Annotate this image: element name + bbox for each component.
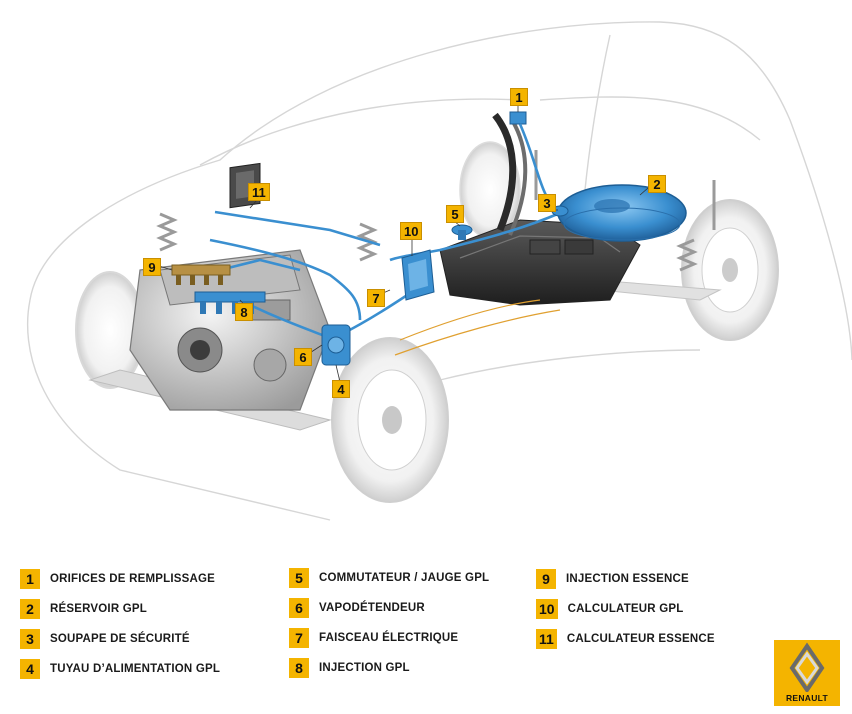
renault-logo: RENAULT bbox=[774, 640, 840, 706]
callout-3: 3 bbox=[538, 194, 556, 212]
legend-item: 5 COMMUTATEUR / JAUGE GPL bbox=[289, 568, 489, 588]
legend-item: 1 ORIFICES DE REMPLISSAGE bbox=[20, 569, 215, 589]
callout-leaders bbox=[158, 104, 649, 383]
legend-number: 6 bbox=[289, 598, 309, 618]
car-illustration bbox=[26, 21, 852, 521]
legend-item: 4 TUYAU D’ALIMENTATION GPL bbox=[20, 659, 220, 679]
wiring-harness bbox=[394, 299, 561, 356]
lpg-tank bbox=[557, 184, 687, 242]
legend-number: 2 bbox=[20, 599, 40, 619]
legend-label: TUYAU D’ALIMENTATION GPL bbox=[50, 663, 221, 675]
legend-label: ORIFICES DE REMPLISSAGE bbox=[50, 573, 215, 585]
legend-item: 2 RÉSERVOIR GPL bbox=[20, 599, 147, 619]
lpg-switch bbox=[451, 224, 473, 240]
legend-item: 7 FAISCEAU ÉLECTRIQUE bbox=[289, 628, 458, 648]
legend-item: 10 CALCULATEUR GPL bbox=[536, 599, 683, 619]
legend-label: INJECTION GPL bbox=[319, 662, 410, 674]
legend-number: 9 bbox=[536, 569, 556, 589]
legend-label: VAPODÉTENDEUR bbox=[319, 602, 425, 614]
renault-diamond-icon bbox=[789, 642, 825, 694]
callout-10: 10 bbox=[400, 222, 423, 240]
legend-label: CALCULATEUR GPL bbox=[567, 603, 684, 615]
legend-number: 5 bbox=[289, 568, 309, 588]
legend-item: 9 INJECTION ESSENCE bbox=[536, 569, 689, 589]
legend-number: 10 bbox=[536, 599, 558, 619]
petrol-tank bbox=[439, 219, 641, 306]
callout-7: 7 bbox=[367, 289, 385, 307]
vaporizer bbox=[321, 324, 351, 366]
legend-label: INJECTION ESSENCE bbox=[566, 573, 689, 585]
callout-5: 5 bbox=[446, 205, 464, 223]
legend-number: 11 bbox=[536, 629, 557, 649]
legend-number: 4 bbox=[20, 659, 40, 679]
callout-11: 11 bbox=[248, 183, 270, 201]
legend-item: 6 VAPODÉTENDEUR bbox=[289, 598, 425, 618]
legend-label: RÉSERVOIR GPL bbox=[50, 603, 147, 615]
legend-label: COMMUTATEUR / JAUGE GPL bbox=[319, 572, 490, 584]
legend-item: 3 SOUPAPE DE SÉCURITÉ bbox=[20, 629, 190, 649]
legend: 1 ORIFICES DE REMPLISSAGE 2 RÉSERVOIR GP… bbox=[0, 560, 852, 714]
legend-number: 7 bbox=[289, 628, 309, 648]
front-wheel-right bbox=[331, 337, 449, 503]
legend-label: SOUPAPE DE SÉCURITÉ bbox=[50, 633, 190, 645]
callout-8: 8 bbox=[235, 303, 253, 321]
callout-2: 2 bbox=[648, 175, 666, 193]
filler-neck bbox=[492, 111, 528, 236]
callout-4: 4 bbox=[332, 380, 350, 398]
callout-9: 9 bbox=[143, 258, 161, 276]
legend-label: CALCULATEUR ESSENCE bbox=[566, 633, 715, 645]
legend-number: 3 bbox=[20, 629, 40, 649]
callout-1: 1 bbox=[510, 88, 528, 106]
legend-number: 1 bbox=[20, 569, 40, 589]
logo-text: RENAULT bbox=[785, 693, 829, 703]
callout-6: 6 bbox=[294, 348, 312, 366]
legend-item: 11 CALCULATEUR ESSENCE bbox=[536, 629, 715, 649]
legend-item: 8 INJECTION GPL bbox=[289, 658, 410, 678]
legend-number: 8 bbox=[289, 658, 309, 678]
ecu-lpg bbox=[401, 249, 435, 301]
legend-label: FAISCEAU ÉLECTRIQUE bbox=[319, 632, 459, 644]
rear-wheel bbox=[681, 199, 779, 341]
